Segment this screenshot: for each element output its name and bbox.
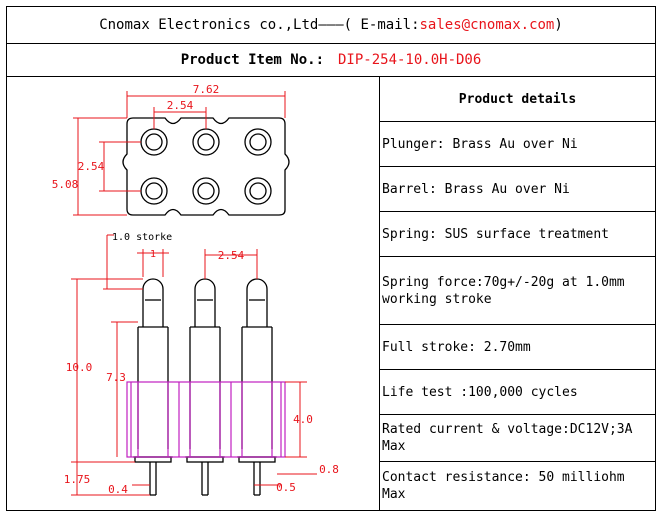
header-dashes: ——— — [318, 17, 344, 33]
dim-total: 10.0 — [66, 361, 93, 374]
header-row: Cnomax Electronics co.,Ltd ——— ( E-mail:… — [7, 7, 655, 44]
spec-sheet: Cnomax Electronics co.,Ltd ——— ( E-mail:… — [6, 6, 656, 511]
technical-drawing: 7.62 2.54 2.54 5.08 — [7, 77, 380, 510]
company-name: Cnomax Electronics co.,Ltd — [99, 17, 319, 33]
pin-3 — [237, 278, 277, 496]
top-view — [122, 117, 290, 216]
top-dimensions — [73, 91, 286, 216]
top-view-outline — [122, 117, 290, 216]
side-dimensions — [71, 234, 317, 496]
details-title: Product details — [380, 77, 655, 122]
product-item-row: Product Item No.: DIP-254-10.0H-D06 — [7, 43, 655, 77]
dim-pin: 0.5 — [276, 481, 296, 494]
dim-width: 7.62 — [193, 83, 220, 96]
email-address[interactable]: sales@cnomax.com — [419, 17, 555, 33]
dim-tail: 1.75 — [64, 473, 91, 486]
pin-2 — [185, 278, 225, 496]
detail-life-test: Life test :100,000 cycles — [380, 370, 655, 415]
dim-plunger: 1 — [150, 249, 156, 260]
product-details: Product details Plunger: Brass Au over N… — [380, 77, 655, 510]
email-prefix: ( E-mail: — [343, 17, 420, 33]
side-view — [133, 278, 277, 496]
detail-plunger: Plunger: Brass Au over Ni — [380, 122, 655, 167]
detail-full-stroke: Full stroke: 2.70mm — [380, 325, 655, 370]
drawing-svg: 7.62 2.54 2.54 5.08 — [52, 83, 339, 496]
dim-pitch-top: 2.54 — [167, 99, 194, 112]
detail-contact-resistance: Contact resistance: 50 milliohm Max — [382, 470, 625, 502]
dim-tail-dia: 0.4 — [108, 483, 128, 496]
dim-insulator: 4.0 — [293, 413, 313, 426]
insulator — [126, 381, 286, 458]
email-suffix: ) — [554, 17, 563, 33]
top-holes — [140, 128, 272, 205]
detail-spring: Spring: SUS surface treatment — [380, 212, 655, 257]
pin-1 — [133, 278, 173, 496]
dim-height: 5.08 — [52, 178, 79, 191]
dim-shoulder: 0.8 — [319, 463, 339, 476]
dim-row-pitch: 2.54 — [78, 160, 105, 173]
detail-rated-current: Rated current & voltage:DC12V;3A Max — [380, 415, 655, 462]
detail-spring-force: Spring force:70g+/-20g at 1.0mm working … — [380, 257, 655, 325]
dim-barrel: 7.3 — [106, 371, 126, 384]
detail-barrel: Barrel: Brass Au over Ni — [380, 167, 655, 212]
product-item-label: Product Item No.: — [180, 51, 324, 68]
product-item-number: DIP-254-10.0H-D06 — [338, 51, 482, 68]
stroke-label: 1.0 storke — [112, 232, 172, 243]
dim-pitch-side: 2.54 — [218, 249, 245, 262]
